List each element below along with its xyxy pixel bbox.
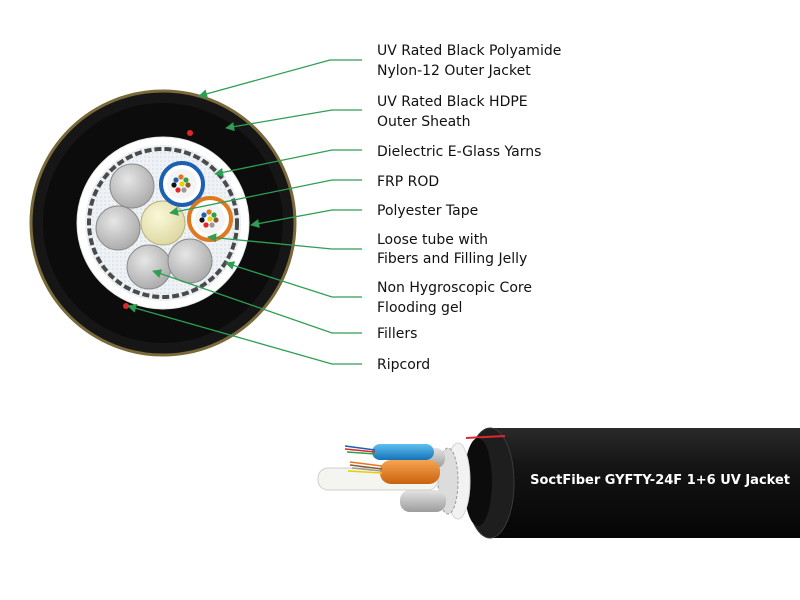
cable-orange-tube (380, 460, 440, 484)
leader-lines (127, 59, 362, 365)
frp-rod (140, 200, 186, 246)
fiber-bundle-blue (171, 174, 191, 193)
label-frp-rod-line1: FRP ROD (377, 174, 439, 190)
eglass-yarn-ring (87, 147, 239, 299)
cable-ripcord-line (465, 435, 506, 439)
label-outer-sheath-line2: Outer Sheath (377, 114, 471, 130)
label-fillers-line1: Fillers (377, 326, 417, 342)
label-flooding-gel-line1: Non Hygroscopic Core (377, 280, 532, 296)
label-outer-jacket-line2: Nylon-12 Outer Jacket (377, 63, 531, 79)
leader-fillers (152, 269, 362, 334)
label-eglass-yarns: Dielectric E-Glass Yarns (377, 144, 541, 160)
leader-frp-rod (169, 179, 362, 216)
leader-outer-sheath (225, 109, 362, 132)
label-outer-sheath-line1: UV Rated Black HDPE (377, 94, 528, 110)
label-loose-tube-line2: Fibers and Filling Jelly (377, 251, 527, 267)
label-ripcord-line1: Ripcord (377, 357, 430, 373)
loose-tube-blue (159, 161, 205, 207)
cable-fibers (344, 445, 383, 474)
cable-jacket (481, 428, 800, 538)
label-ripcord: Ripcord (377, 357, 430, 373)
cable-filler-bottom (400, 490, 446, 512)
ripcord-top (187, 130, 193, 136)
product-label: SoctFiber GYFTY-24F 1+6 UV Jacket (530, 473, 790, 488)
label-outer-jacket: UV Rated Black Polyamide Nylon-12 Outer … (377, 43, 566, 79)
label-outer-sheath: UV Rated Black HDPE Outer Sheath (377, 94, 532, 130)
cross-section (29, 89, 297, 357)
loose-tube-orange (187, 196, 233, 242)
leader-outer-jacket (198, 59, 362, 99)
label-polyester-tape-line1: Polyester Tape (377, 203, 478, 219)
label-flooding-gel: Non Hygroscopic Core Flooding gel (377, 280, 536, 316)
label-outer-jacket-line1: UV Rated Black Polyamide (377, 43, 561, 59)
leader-flooding-gel (225, 261, 362, 298)
leader-polyester-tape (250, 209, 362, 228)
leader-ripcord (127, 303, 362, 365)
labels: UV Rated Black Polyamide Nylon-12 Outer … (377, 43, 566, 373)
label-loose-tube: Loose tube with Fibers and Filling Jelly (377, 232, 527, 267)
fiber-bundle-orange (199, 209, 219, 228)
label-loose-tube-line1: Loose tube with (377, 232, 488, 248)
label-polyester-tape: Polyester Tape (377, 203, 478, 219)
filler-bottom-left (126, 244, 172, 290)
filler-left (95, 205, 141, 251)
leader-loose-tube (207, 233, 362, 250)
label-eglass-yarns-line1: Dielectric E-Glass Yarns (377, 144, 541, 160)
label-flooding-gel-line2: Flooding gel (377, 300, 462, 316)
filler-bottom-right (167, 238, 213, 284)
cable-sheath-end (464, 438, 492, 526)
filler-left-top (109, 163, 155, 209)
cable-side-view: SoctFiber GYFTY-24F 1+6 UV Jacket (317, 427, 800, 539)
label-fillers: Fillers (377, 326, 417, 342)
label-frp-rod: FRP ROD (377, 174, 439, 190)
leader-eglass-yarns (214, 149, 362, 177)
cable-blue-tube (372, 444, 434, 460)
